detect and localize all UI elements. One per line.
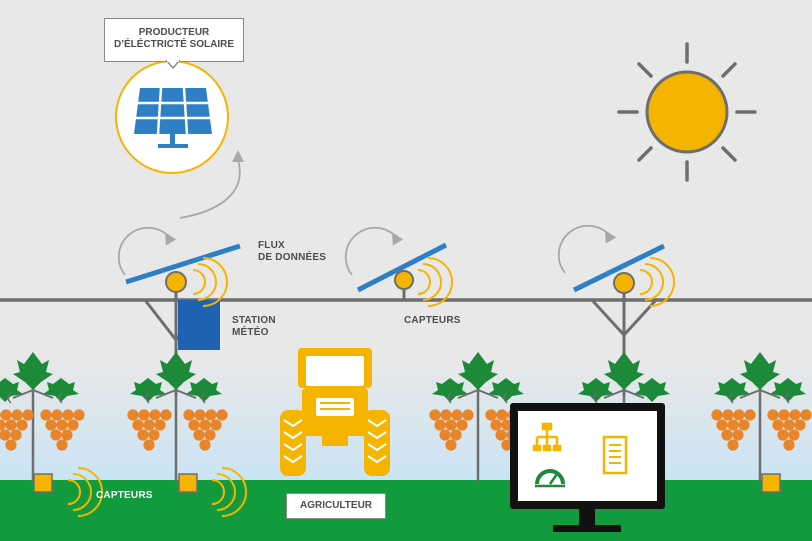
data-flow-label: FLUX DE DONNÉES xyxy=(258,240,327,263)
data-flow-arrow-solar xyxy=(179,150,244,219)
sensor-icon xyxy=(394,270,414,290)
sensors-top-label: CAPTEURS xyxy=(404,315,461,326)
sensor-icon xyxy=(165,271,187,293)
document-icon xyxy=(602,435,628,475)
sensor-icon xyxy=(178,473,198,493)
horizon-gradient xyxy=(0,360,812,485)
sensor-icon xyxy=(761,473,781,493)
ground-sensor-left xyxy=(33,467,103,517)
middle-sensor xyxy=(356,242,453,307)
sensors-ground-label: CAPTEURS xyxy=(96,490,153,501)
tractor-icon xyxy=(280,348,390,476)
solar-panel-icon xyxy=(134,87,212,148)
ground-sensor-right xyxy=(761,473,781,493)
monitor-icon xyxy=(510,403,665,532)
weather-station-box xyxy=(178,300,220,350)
network-icon xyxy=(532,422,562,452)
panel-tilt-left xyxy=(125,243,241,285)
farmer-label: AGRICULTEUR xyxy=(286,493,386,519)
callout-pointer xyxy=(166,60,180,69)
sensor-icon xyxy=(33,473,53,493)
gauge-icon xyxy=(535,469,565,488)
weather-station-label: STATION MÉTÉO xyxy=(232,315,276,338)
ground xyxy=(0,480,812,541)
ground-sensor-middle xyxy=(178,467,247,517)
solar-producer-label: PRODUCTEUR D’ÉLÉCTRICTÉ SOLAIRE xyxy=(104,18,244,62)
sensor-icon xyxy=(613,272,635,294)
solar-producer-group xyxy=(115,60,229,174)
sun-icon xyxy=(617,42,757,182)
